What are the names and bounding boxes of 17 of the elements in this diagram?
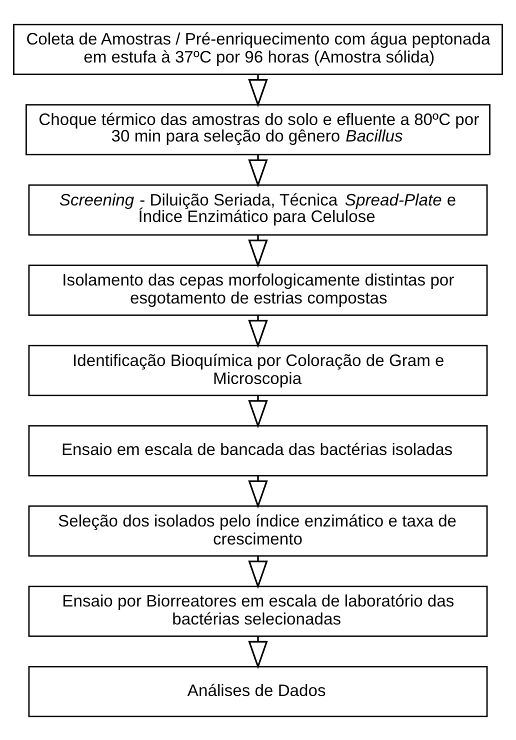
node-box: Identificação Bioquímica por Coloração de Gram e Microscopia <box>28 344 488 396</box>
arrow <box>248 636 268 669</box>
arrow <box>248 154 268 188</box>
arrow <box>248 475 268 508</box>
arrow <box>248 314 268 348</box>
node-box: Isolamento das cepas morfologicamente distintas por esgotamento de estrias compostas <box>28 264 488 316</box>
node-box: Coleta de Amostras / Pré-enriquecimento com água peptonada em estufa à 37ºC por 96 horas (Amostra sólida) <box>13 23 503 75</box>
node-box: Seleção dos isolados pelo índice enzimático e taxa de crescimento <box>28 504 488 556</box>
node-box: Screening - Diluição Seriada, Técnica Spread-Plate e Índice Enzimático para Celulose <box>28 184 488 236</box>
node-box: Choque térmico das amostras do solo e efluente a 80ºC por 30 min para seleção do gênero Bacillus <box>26 104 490 155</box>
node-box: Ensaio em escala de bancada das bactérias isoladas <box>28 424 488 476</box>
node-box: Análises de Dados <box>28 665 488 717</box>
arrow <box>248 395 268 428</box>
arrow <box>248 234 268 268</box>
node-box: Ensaio por Biorreatores em escala de laboratório das bactérias selecionadas <box>28 585 488 636</box>
arrow <box>248 556 268 588</box>
arrow <box>248 74 268 107</box>
